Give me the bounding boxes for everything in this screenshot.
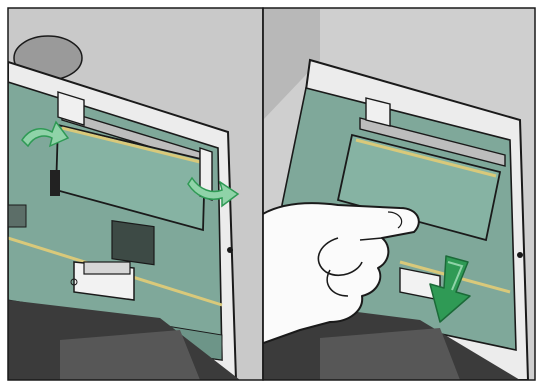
panel-pull-module [248, 8, 535, 380]
panel-release-clips [8, 8, 263, 380]
chip [112, 221, 154, 265]
